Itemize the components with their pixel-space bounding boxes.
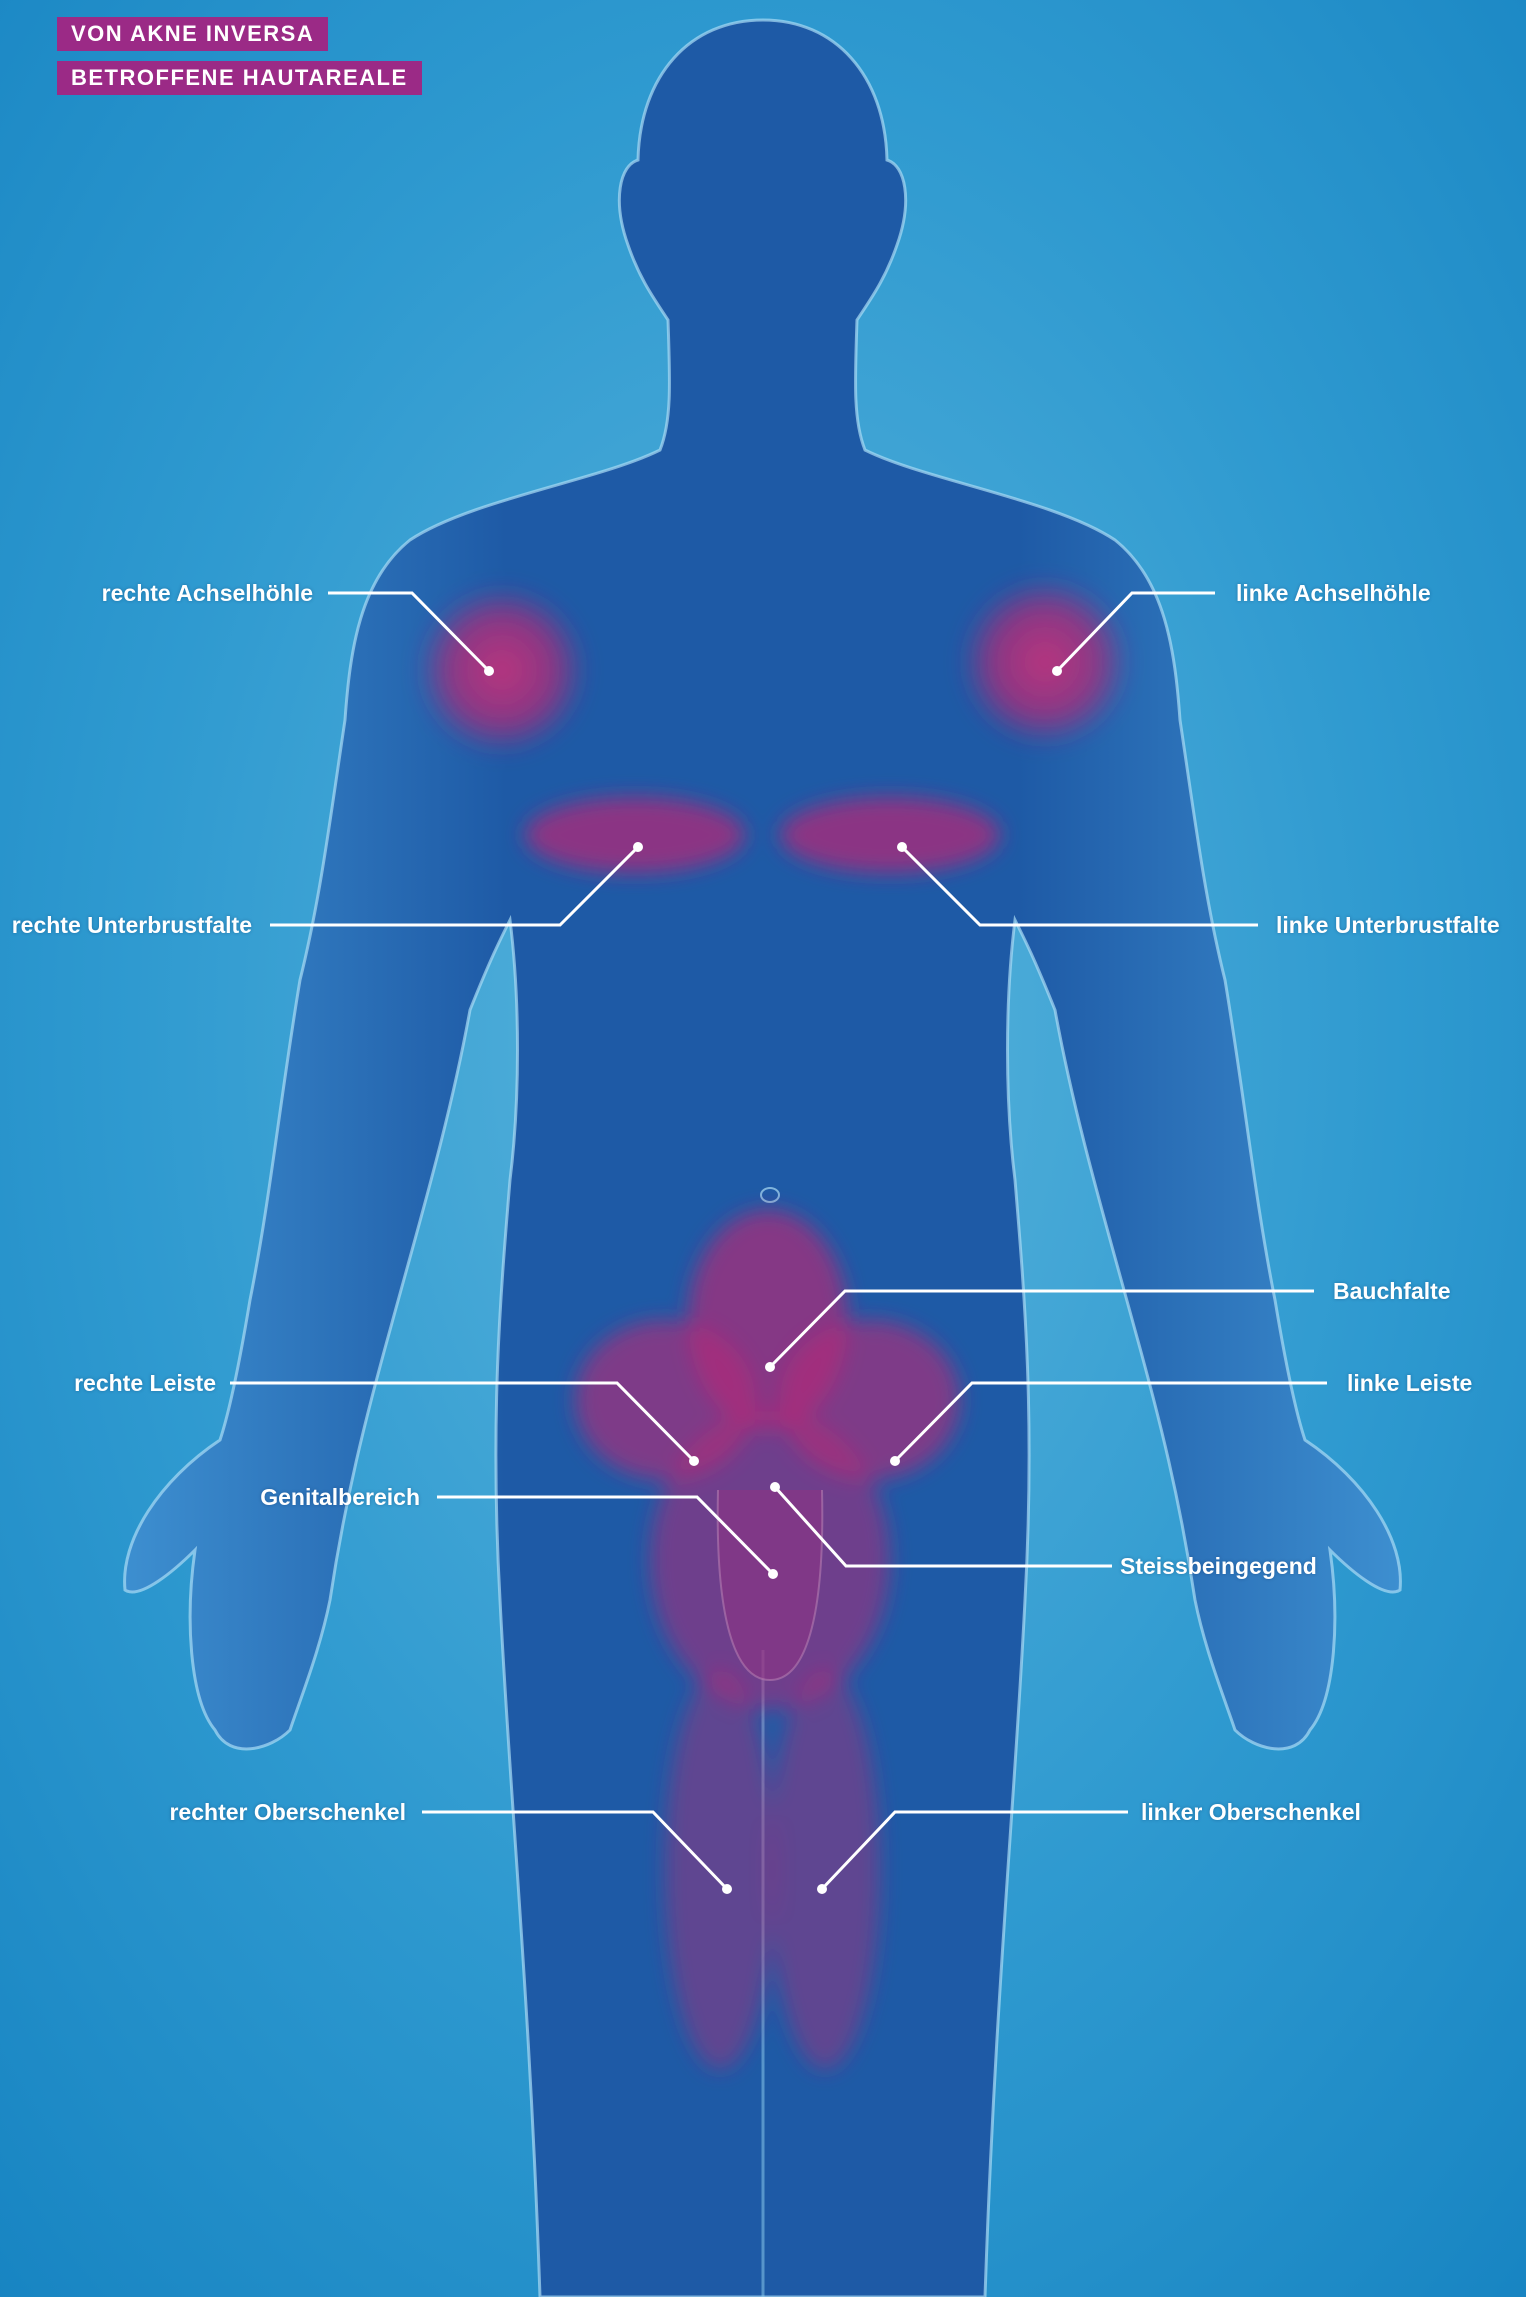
header-tag-line-2: BETROFFENE HAUTAREALE bbox=[57, 61, 422, 95]
label-linke-leiste: linke Leiste bbox=[1347, 1369, 1472, 1397]
label-rechte-leiste: rechte Leiste bbox=[74, 1369, 216, 1397]
dot-linker-oberschenkel bbox=[817, 1884, 827, 1894]
area-linker-oberschenkel bbox=[770, 1670, 880, 2070]
label-genitalbereich: Genitalbereich bbox=[260, 1483, 420, 1511]
dot-linke-leiste bbox=[890, 1456, 900, 1466]
area-rechte-achselhoehle bbox=[417, 585, 587, 755]
dot-steissbeingegend bbox=[770, 1482, 780, 1492]
label-linker-oberschenkel: linker Oberschenkel bbox=[1141, 1798, 1361, 1826]
dot-rechte-unterbrustfalte bbox=[633, 842, 643, 852]
dot-linke-achselhoehle bbox=[1052, 666, 1062, 676]
label-steissbeingegend: Steissbeingegend bbox=[1120, 1552, 1317, 1580]
area-linke-achselhoehle bbox=[960, 577, 1130, 747]
label-bauchfalte: Bauchfalte bbox=[1333, 1277, 1451, 1305]
header-tag-line-1: VON AKNE INVERSA bbox=[57, 17, 328, 51]
label-linke-achselhoehle: linke Achselhöhle bbox=[1236, 579, 1431, 607]
label-linke-unterbrustfalte: linke Unterbrustfalte bbox=[1276, 911, 1500, 939]
dot-genitalbereich bbox=[768, 1569, 778, 1579]
label-rechter-oberschenkel: rechter Oberschenkel bbox=[169, 1798, 406, 1826]
label-rechte-achselhoehle: rechte Achselhöhle bbox=[102, 579, 313, 607]
dot-bauchfalte bbox=[765, 1362, 775, 1372]
dot-rechte-leiste bbox=[689, 1456, 699, 1466]
dot-rechte-achselhoehle bbox=[484, 666, 494, 676]
dot-rechter-oberschenkel bbox=[722, 1884, 732, 1894]
dot-linke-unterbrustfalte bbox=[897, 842, 907, 852]
area-rechter-oberschenkel bbox=[665, 1670, 775, 2070]
area-rechte-unterbrustfalte bbox=[525, 797, 745, 873]
area-linke-unterbrustfalte bbox=[780, 797, 1000, 873]
label-rechte-unterbrustfalte: rechte Unterbrustfalte bbox=[12, 911, 252, 939]
